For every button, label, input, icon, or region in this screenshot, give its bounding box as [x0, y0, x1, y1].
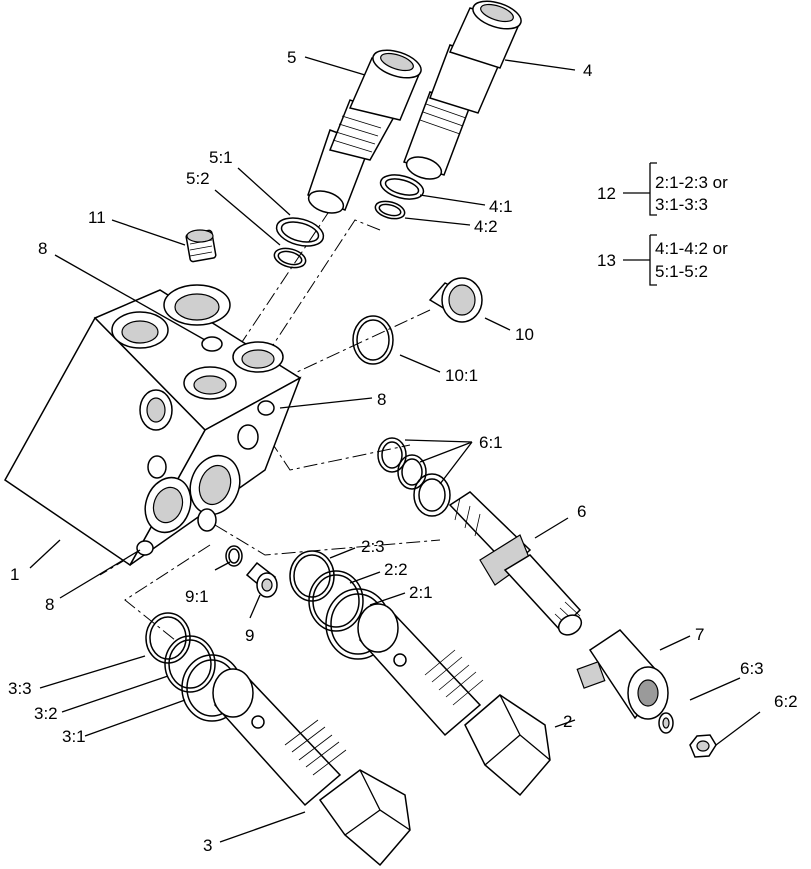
callout-6-3: 6:3 [740, 659, 764, 678]
leader-lines [29, 56, 761, 843]
solenoid-coil-7 [576, 629, 669, 720]
callout-2-3: 2:3 [361, 537, 385, 556]
callout-8-middle: 8 [377, 390, 386, 409]
callout-2-2: 2:2 [384, 560, 408, 579]
cartridge-valve-5 [307, 49, 422, 214]
callout-5-2: 5:2 [186, 169, 210, 188]
callout-4: 4 [583, 61, 592, 80]
callout-5: 5 [287, 48, 296, 67]
washer-6-3 [658, 712, 674, 734]
callout-6-1: 6:1 [479, 433, 503, 452]
kit-12-line2: 3:1-3:3 [655, 195, 708, 214]
callout-2: 2 [563, 712, 572, 731]
kit-12-line1: 2:1-2:3 or [655, 173, 728, 192]
callout-9: 9 [245, 626, 254, 645]
callout-7: 7 [695, 625, 704, 644]
callout-6: 6 [577, 502, 586, 521]
callout-3-3: 3:3 [8, 679, 32, 698]
kit-13-number: 13 [597, 251, 616, 270]
kit-13-line1: 4:1-4:2 or [655, 239, 728, 258]
kit-12-bracket: 12 2:1-2:3 or 3:1-3:3 [597, 162, 728, 216]
kit-12-number: 12 [597, 184, 616, 203]
callout-3: 3 [203, 836, 212, 855]
cartridge-valve-4 [403, 0, 522, 180]
manifold-block [4, 284, 302, 567]
callout-5-1: 5:1 [209, 148, 233, 167]
callout-8-upper: 8 [38, 239, 47, 258]
relief-cartridge-3 [145, 612, 411, 867]
callout-10-1: 10:1 [445, 366, 478, 385]
plug-fitting [185, 229, 217, 263]
callout-8-lower: 8 [45, 595, 54, 614]
callout-1: 1 [10, 565, 19, 584]
callout-9-1: 9:1 [185, 587, 209, 606]
plug-9 [225, 545, 278, 598]
callout-6-2: 6:2 [774, 692, 798, 711]
callout-4-1: 4:1 [489, 197, 513, 216]
kit-13-line2: 5:1-5:2 [655, 262, 708, 281]
nut-6-2 [689, 734, 717, 758]
relief-cartridge-2 [289, 550, 551, 797]
solenoid-cartridge-6 [377, 437, 583, 636]
callout-4-2: 4:2 [474, 217, 498, 236]
plug-cap-10 [352, 277, 483, 365]
callout-labels: 1 2 3 4 5 6 7 8 8 8 9 10 11 2:1 2:2 2:3 … [8, 48, 798, 855]
manifold-ports [111, 284, 284, 556]
callout-3-1: 3:1 [62, 727, 86, 746]
callout-11: 11 [88, 208, 106, 227]
seal-rings-upper [273, 174, 425, 269]
kit-13-bracket: 13 4:1-4:2 or 5:1-5:2 [597, 234, 728, 286]
callout-10: 10 [515, 325, 534, 344]
callout-2-1: 2:1 [409, 583, 433, 602]
callout-3-2: 3:2 [34, 704, 58, 723]
